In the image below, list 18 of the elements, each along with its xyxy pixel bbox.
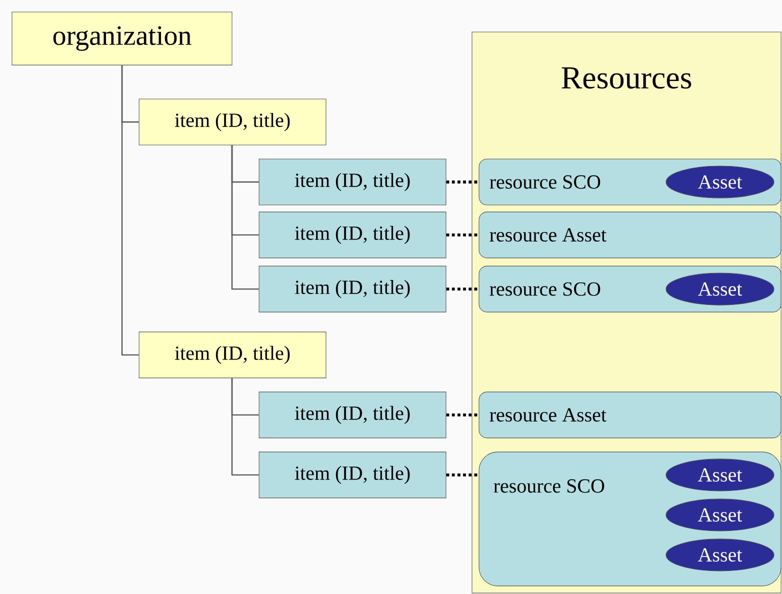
tree-connector (231, 378, 259, 476)
item-box: item (ID, title) (258, 392, 446, 438)
item-box: item (ID, title) (258, 158, 446, 206)
item-box: item (ID, title) (138, 332, 326, 378)
dotted-connector (446, 473, 479, 476)
root-box: organization (12, 12, 232, 66)
item-box: item (ID, title) (258, 212, 446, 258)
resource-box: resource Asset (478, 212, 782, 258)
item-box: item (ID, title) (258, 266, 446, 312)
dotted-connector (446, 413, 479, 416)
dotted-connector (446, 288, 479, 291)
dotted-connector (446, 233, 479, 236)
tree-connector (121, 65, 139, 356)
item-box: item (ID, title) (138, 98, 326, 146)
item-box: item (ID, title) (258, 452, 446, 498)
tree-connector (231, 145, 259, 290)
resource-box: resource Asset (478, 392, 782, 438)
dotted-connector (446, 180, 479, 184)
